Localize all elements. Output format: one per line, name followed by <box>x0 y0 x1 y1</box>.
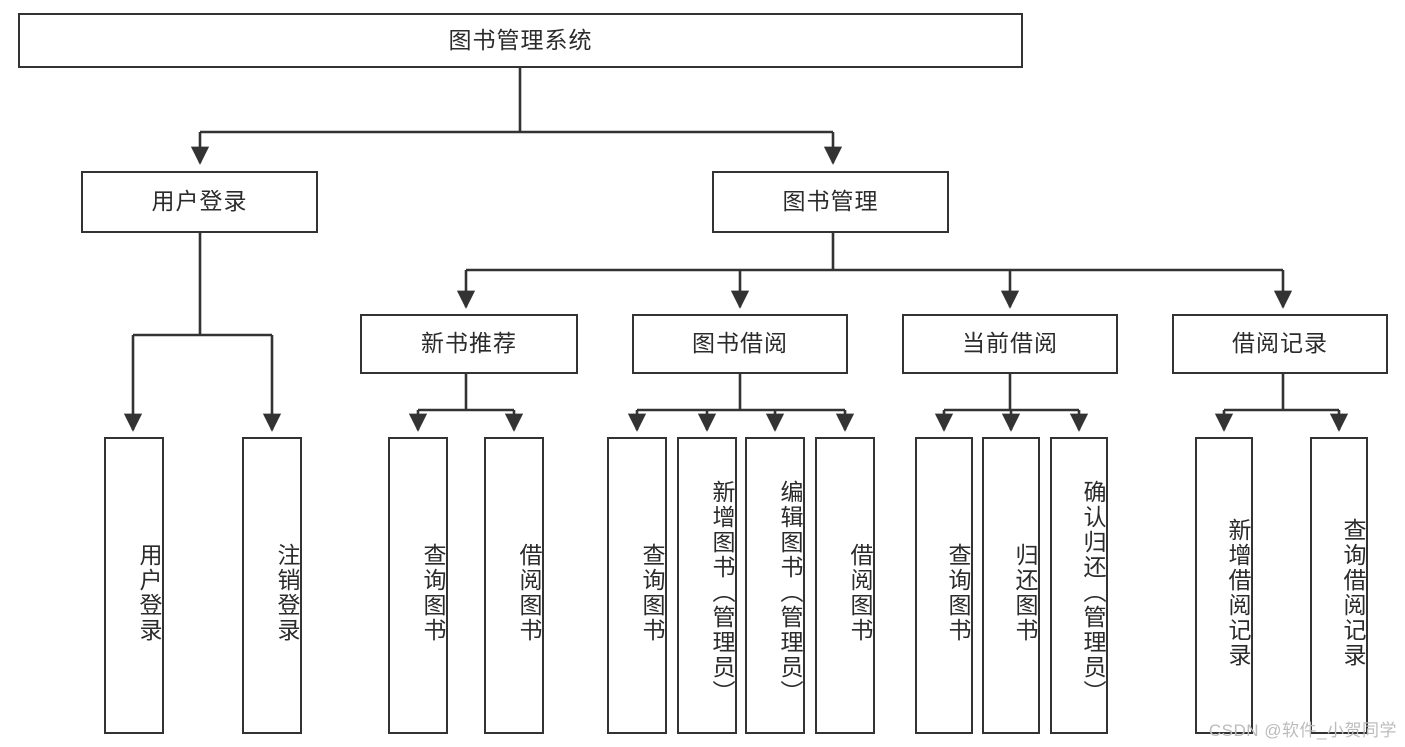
leaf-records-add-record-label: 新增借阅记录 <box>1225 517 1251 668</box>
leaf-new-book-query[interactable]: 查询图书 <box>388 437 448 734</box>
node-book-borrow[interactable]: 图书借阅 <box>632 314 848 374</box>
leaf-user-login-logout[interactable]: 注销登录 <box>242 437 302 734</box>
node-root[interactable]: 图书管理系统 <box>18 13 1023 68</box>
leaf-user-login-login-label: 用户登录 <box>136 542 162 643</box>
leaf-user-login-logout-label: 注销登录 <box>274 542 300 643</box>
leaf-records-query-record[interactable]: 查询借阅记录 <box>1310 437 1368 734</box>
leaf-borrow-add-book-admin-label: 新增图书（管理员） <box>709 480 735 705</box>
node-new-book-recommend-label: 新书推荐 <box>421 330 517 357</box>
leaf-borrow-edit-book-admin-label: 编辑图书（管理员） <box>777 480 803 705</box>
leaf-new-book-borrow[interactable]: 借阅图书 <box>484 437 544 734</box>
leaf-records-query-record-label: 查询借阅记录 <box>1340 517 1366 668</box>
node-user-login[interactable]: 用户登录 <box>81 171 318 233</box>
leaf-new-book-query-label: 查询图书 <box>420 542 446 643</box>
leaf-new-book-borrow-label: 借阅图书 <box>516 542 542 643</box>
leaf-borrow-edit-book-admin[interactable]: 编辑图书（管理员） <box>745 437 805 734</box>
node-new-book-recommend[interactable]: 新书推荐 <box>360 314 578 374</box>
leaf-current-return-book[interactable]: 归还图书 <box>982 437 1040 734</box>
node-root-label: 图书管理系统 <box>448 26 593 53</box>
node-current-borrow-label: 当前借阅 <box>962 330 1058 357</box>
leaf-records-add-record[interactable]: 新增借阅记录 <box>1195 437 1253 734</box>
leaf-borrow-query-book-label: 查询图书 <box>639 542 665 643</box>
leaf-user-login-login[interactable]: 用户登录 <box>104 437 164 734</box>
node-book-management-label: 图书管理 <box>782 188 879 215</box>
leaf-borrow-add-book-admin[interactable]: 新增图书（管理员） <box>677 437 737 734</box>
leaf-borrow-query-book[interactable]: 查询图书 <box>607 437 667 734</box>
leaf-current-return-book-label: 归还图书 <box>1012 542 1038 643</box>
node-current-borrow[interactable]: 当前借阅 <box>902 314 1118 374</box>
leaf-borrow-borrow-book-label: 借阅图书 <box>847 542 873 643</box>
node-book-borrow-label: 图书借阅 <box>692 330 788 357</box>
leaf-borrow-borrow-book[interactable]: 借阅图书 <box>815 437 875 734</box>
leaf-current-query-book[interactable]: 查询图书 <box>915 437 973 734</box>
node-borrow-records-label: 借阅记录 <box>1232 330 1328 357</box>
leaf-current-confirm-return-admin-label: 确认归还（管理员） <box>1080 480 1106 705</box>
node-user-login-label: 用户登录 <box>151 188 248 215</box>
node-book-management[interactable]: 图书管理 <box>712 171 949 233</box>
node-borrow-records[interactable]: 借阅记录 <box>1172 314 1388 374</box>
leaf-current-confirm-return-admin[interactable]: 确认归还（管理员） <box>1050 437 1108 734</box>
leaf-current-query-book-label: 查询图书 <box>945 542 971 643</box>
